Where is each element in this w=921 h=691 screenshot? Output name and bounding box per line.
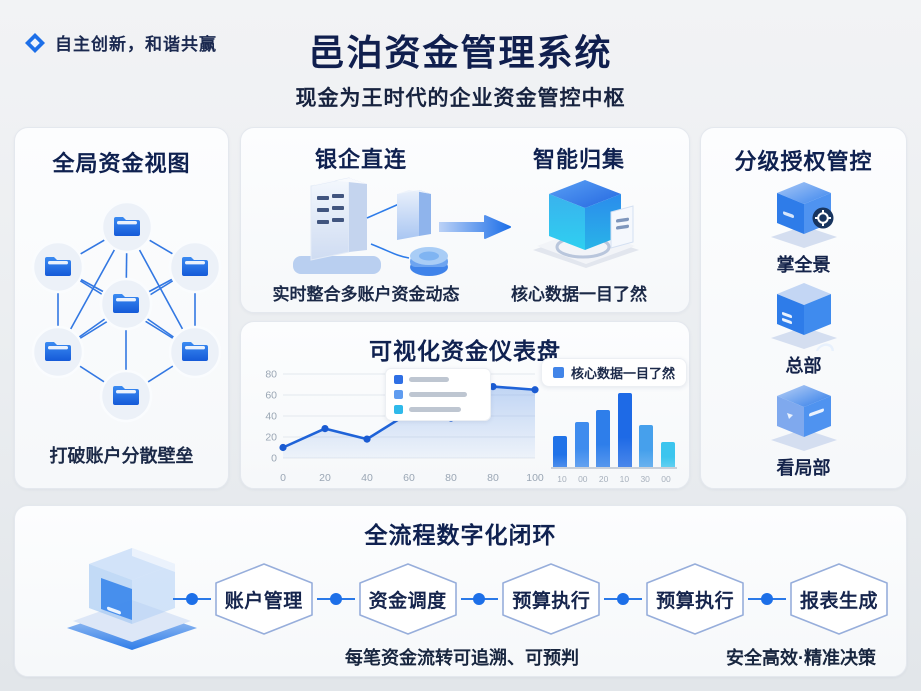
svg-text:0: 0 [271,453,277,465]
bar-chart-bars [551,387,677,469]
legend-item [394,390,482,399]
bar-x-label: 20 [598,474,609,484]
flow-step-label: 资金调度 [368,590,447,612]
bank-direct-caption: 实时整合多账户资金动态 [272,285,460,304]
svg-text:40: 40 [361,472,373,484]
bar-chart-legend: 核心数据一目了然 [540,358,688,387]
account-folder-nodes [31,200,222,423]
auth-item-label: 总部 [785,356,822,377]
flow-step-hexagon: 预算执行 [498,562,604,636]
bar [617,393,632,467]
svg-text:80: 80 [265,369,277,381]
flow-connector-dot [173,598,211,600]
bar [596,410,611,467]
flow-step-hexagon: 预算执行 [642,562,748,636]
bar-legend-label: 核心数据一目了然 [570,366,676,381]
hexagon-shape-icon [358,563,457,635]
flow-step-hexagon: 账户管理 [211,562,317,636]
hexagon-shape-icon [214,563,313,635]
auth-item-headquarters: 总部 [761,277,847,378]
card-authorization: 分级授权管控 掌全景 [700,127,907,489]
smart-collect-title: 智能归集 [532,147,625,172]
flow-step-label: 报表生成 [799,590,878,612]
bar-x-label: 10 [557,474,567,484]
authorization-title: 分级授权管控 [734,149,873,174]
smart-collect-caption: 核心数据一目了然 [511,285,647,304]
auth-item-overview: 掌全景 [761,176,847,277]
bar-chart: 核心数据一目了然 10 00 20 10 30 00 [540,358,688,484]
auth-item-label: 掌全景 [776,255,831,276]
legend-swatch-icon [394,375,403,384]
flow-connector-dot [604,598,643,600]
bar-chart-x-labels: 10 00 20 10 30 00 [551,474,677,484]
legend-label-illegible [409,392,467,397]
svg-text:20: 20 [265,432,277,444]
bar [660,442,675,467]
bar [553,436,567,467]
flow-connector-dot [460,598,499,600]
process-caption-right: 安全高效·精准决策 [726,648,876,668]
process-flow: 账户管理 资金调度 预算执行 预算执行 报表生成 [173,556,892,642]
bar-x-label: 00 [661,474,671,484]
line-chart: 0 20 40 60 80 0 20 40 60 80 80 100 [253,366,547,484]
hexagon-shape-icon [790,563,888,635]
process-box-illustration [67,548,197,650]
flow-connector-dot [748,598,786,600]
bar-x-label: 30 [640,474,650,484]
flow-connector-dot [316,598,355,600]
hexagon-shape-icon [646,563,744,635]
cube-detail-icon [770,384,837,451]
flow-step-label: 预算执行 [656,590,735,612]
legend-swatch-icon [394,390,403,399]
hexagon-shape-icon [502,563,601,635]
bank-direct-title: 银企直连 [314,147,407,172]
cube-sync-icon [770,283,837,352]
logo: 自主创新，和谐共赢 [24,30,217,55]
flow-step-label: 预算执行 [512,590,591,612]
legend-swatch-icon [394,405,403,414]
auth-item-label: 看局部 [776,457,831,478]
process-caption-left: 每笔资金流转可追溯、可预判 [345,648,579,668]
line-chart-legend [385,368,491,421]
svg-text:100: 100 [526,472,544,484]
flow-step-label: 账户管理 [224,590,303,612]
dashboard-title: 可视化资金仪表盘 [369,338,561,364]
bar-x-label: 10 [619,474,630,484]
svg-text:80: 80 [445,472,457,484]
bar [639,425,654,467]
svg-text:20: 20 [319,472,331,484]
svg-text:60: 60 [265,390,277,402]
card-process-loop: 全流程数字化闭环 账户管理 资金调度 预算执行 预算执行 报表生成 每笔资金流转可追溯、… [14,505,907,677]
cube-gear-icon [770,182,837,249]
card-dashboard: 可视化资金仪表盘 0 20 40 60 80 0 20 40 60 80 80 100 核心数据一目了… [240,321,690,489]
legend-label-illegible [409,407,461,412]
bank-server-illustration [293,177,448,276]
authorization-items: 掌全景 总部 [701,176,906,480]
legend-item [394,375,482,384]
svg-text:0: 0 [280,472,286,484]
page-title: 邑泊资金管理系统 [308,32,613,73]
svg-text:60: 60 [403,472,415,484]
page-subtitle: 现金为王时代的企业资金管控中枢 [295,87,626,110]
bar [574,422,589,467]
bar-x-label: 00 [578,474,588,484]
global-view-title: 全局资金视图 [52,151,191,176]
auth-item-local: 看局部 [761,379,847,480]
legend-label-illegible [409,377,449,382]
svg-text:40: 40 [265,411,277,423]
card-bank-direct-collect: 银企直连 智能归集 [240,127,690,313]
flow-step-hexagon: 报表生成 [786,562,892,636]
logo-slogan: 自主创新，和谐共赢 [55,35,217,54]
process-title: 全流程数字化闭环 [364,522,557,548]
logo-diamond-icon [25,32,45,53]
legend-item [394,405,482,414]
bar-legend-swatch-icon [552,367,564,378]
arrow-right-icon [439,215,511,239]
collect-cube-illustration [533,180,639,268]
card-global-view: 全局资金视图 打破账户分散壁 [14,127,229,489]
flow-step-hexagon: 资金调度 [355,562,461,636]
account-network-diagram [31,200,222,423]
svg-text:80: 80 [487,472,499,484]
global-view-caption: 打破账户分散壁垒 [49,446,194,466]
